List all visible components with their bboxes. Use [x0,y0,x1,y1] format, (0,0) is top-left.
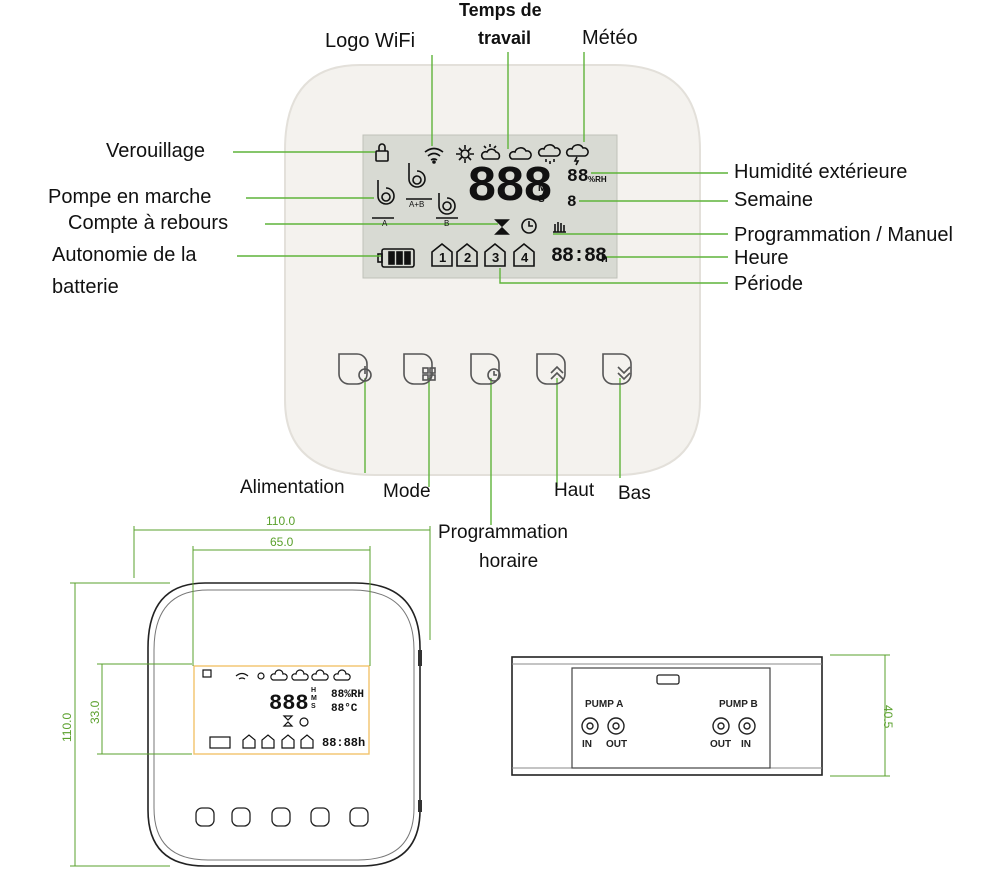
label-periode: Période [734,273,803,295]
lcd-period-3: 3 [492,250,500,265]
dim-width-outer: 110.0 [266,514,296,528]
label-semaine: Semaine [734,189,813,211]
lcd-time-unit: h [601,253,608,265]
battery-icon [377,248,415,268]
hourglass-icon [494,219,510,235]
lcd-period-1: 1 [439,250,447,265]
label-prog-horaire-1: Programmation [438,522,568,543]
clock-icon [521,218,537,234]
label-prog-horaire-2: horaire [479,551,539,572]
sun-icon [456,145,474,163]
label-autonomie-1: Autonomie de la [52,244,197,266]
port-a-in: IN [582,739,592,750]
lock-icon [375,143,389,162]
label-bas: Bas [618,483,651,504]
dim-height-outer: 110.0 [60,712,74,742]
lcd-time: 88:88 [551,245,607,268]
label-temps-travail-2: travail [478,28,532,48]
lcd-main-digits: 888 [467,159,553,216]
port-b-out: OUT [710,739,732,750]
label-alimentation: Alimentation [240,477,345,498]
label-verrouillage: Verouillage [106,140,205,162]
port-a-out: OUT [606,739,628,750]
lcd-icons [372,143,589,268]
svg-text:888: 888 [269,691,309,716]
storm-icon [565,144,589,166]
label-compte: Compte à rebours [68,212,229,234]
lcd-humidity: 88 [567,167,589,187]
label-meteo: Météo [582,27,638,49]
label-mode: Mode [383,481,431,502]
lcd-ms: M S [538,183,547,205]
svg-text:88%RH: 88%RH [331,689,364,701]
side-view [511,656,823,776]
label-heure: Heure [734,247,789,269]
port-pump-b: PUMP B [719,699,758,710]
lcd-pump-ab: A+B [409,200,425,209]
dim-depth: 40.5 [881,705,895,729]
lcd-pump-b: B [444,219,450,228]
pump-b-icon [436,193,458,219]
label-humidite: Humidité extérieure [734,161,908,183]
port-pump-a: PUMP A [585,699,624,710]
label-logo-wifi: Logo WiFi [325,30,416,52]
label-programmation: Programmation / Manuel [734,224,953,246]
svg-text:88°C: 88°C [331,703,358,715]
cloud-icon [508,147,532,160]
leader-lines [233,52,728,525]
lcd-week: 8 [567,193,577,211]
period-houses [431,242,535,267]
wifi-icon [424,147,444,164]
lcd-period-4: 4 [521,250,529,265]
lcd-humidity-unit: %RH [588,175,607,184]
small-lcd-hms: H M S [311,687,317,710]
svg-text:88:88h: 88:88h [322,736,365,750]
lcd-pump-a: A [382,219,388,228]
dimension-lines-side [830,654,890,777]
front-view-small: 888 88:88h 88%RH 88°C [147,582,422,867]
partly-cloudy-icon [480,144,501,160]
label-temps-travail-1: Temps de [459,0,542,20]
label-autonomie-2: batterie [52,276,119,298]
dim-height-lcd: 33.0 [88,700,102,724]
hand-icon [553,222,566,233]
pump-ab-icon [406,163,432,200]
port-b-in: IN [741,739,751,750]
rain-icon [537,144,561,164]
label-pompe: Pompe en marche [48,186,212,208]
label-haut: Haut [554,480,595,501]
dim-width-lcd: 65.0 [270,535,294,549]
front-buttons [338,353,632,385]
dimension-lines-front [70,526,431,867]
lcd-period-2: 2 [464,250,472,265]
pump-a-icon [372,180,395,219]
thermostat-front [284,64,701,476]
